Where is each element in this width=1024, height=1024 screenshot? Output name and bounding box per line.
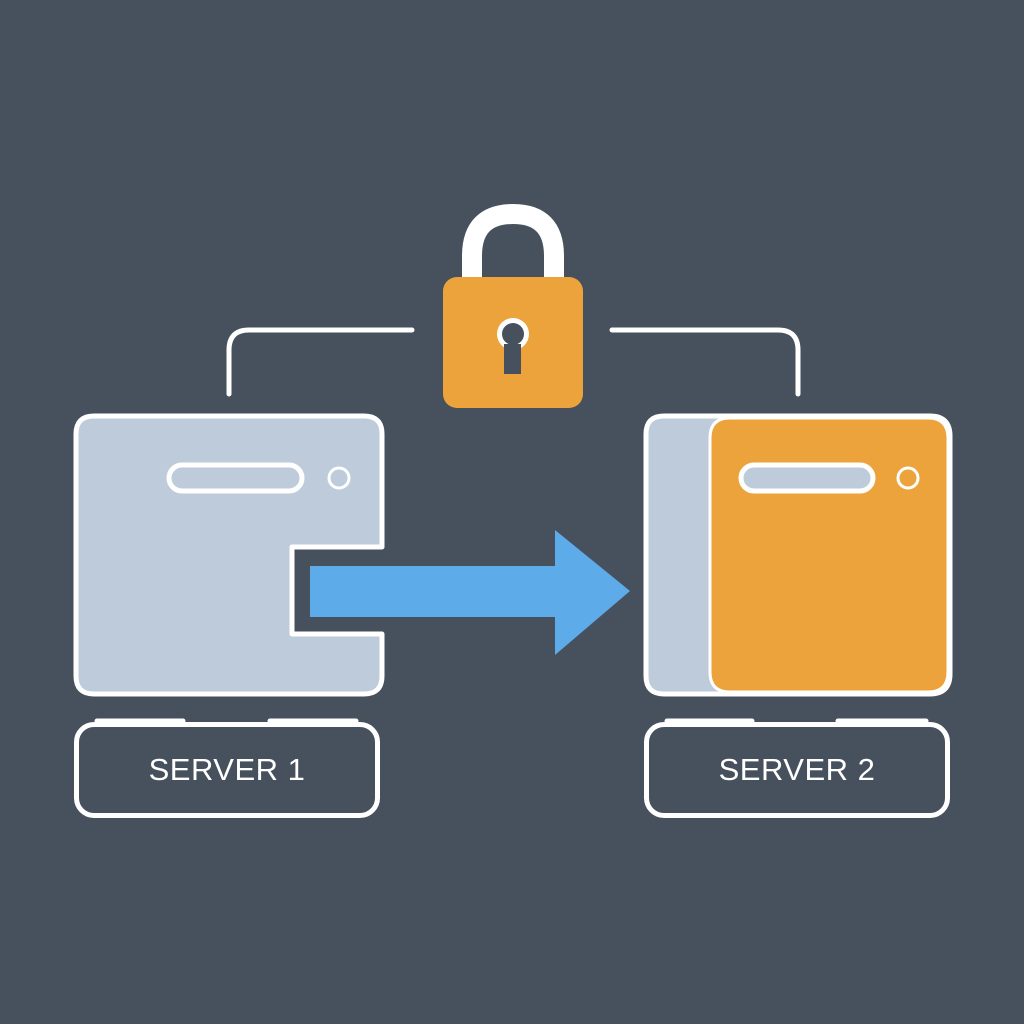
connector-right xyxy=(609,327,801,397)
server-1-icon xyxy=(73,413,385,724)
padlock-icon xyxy=(443,203,583,408)
server-2-icon xyxy=(643,413,953,724)
server-2-drive-slot xyxy=(738,462,876,494)
server-2-led xyxy=(896,466,920,490)
server-1-led xyxy=(327,466,351,490)
server-1-body xyxy=(73,413,385,697)
server-2-front-panel xyxy=(708,416,950,694)
server-1-drive-slot xyxy=(166,462,305,494)
padlock-shackle xyxy=(462,203,564,296)
keyhole-slot xyxy=(504,344,521,374)
server-1-label: SERVER 1 xyxy=(74,722,380,818)
server-2-label: SERVER 2 xyxy=(644,722,950,818)
arrow-right-icon xyxy=(310,530,630,655)
keyhole-inner xyxy=(502,323,524,345)
connector-left xyxy=(226,327,415,397)
